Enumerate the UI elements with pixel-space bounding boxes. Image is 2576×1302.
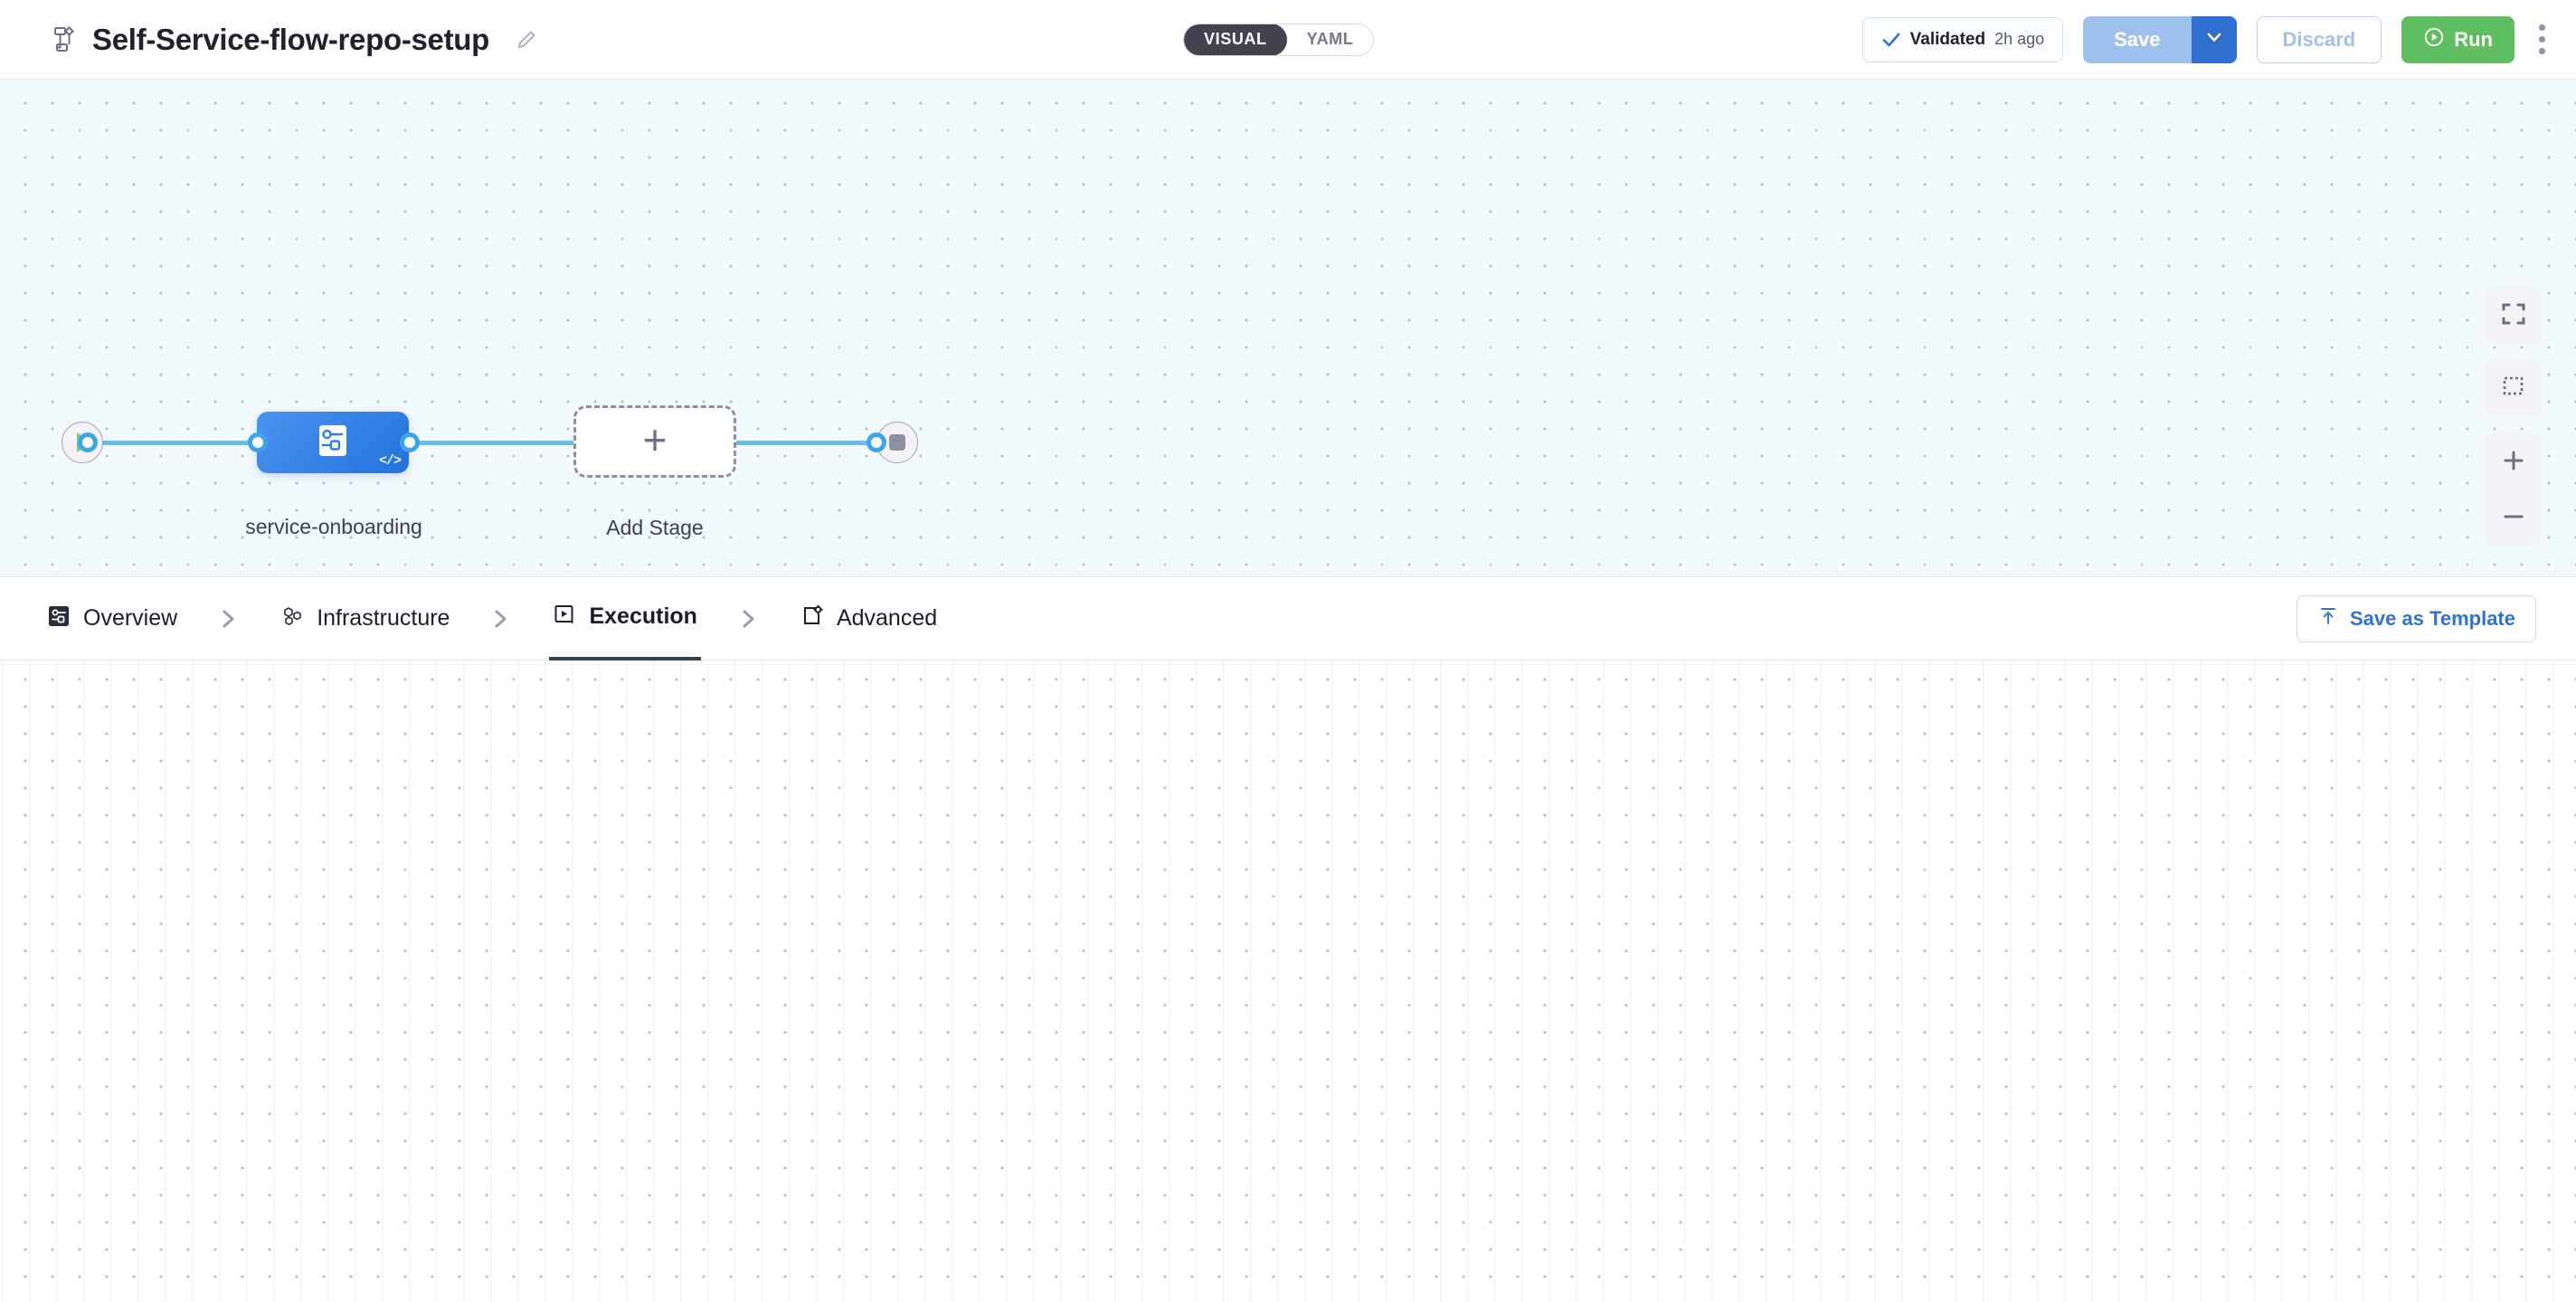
chevron-right-icon [739,605,759,632]
check-icon [1881,30,1901,50]
chevron-right-icon [219,605,239,632]
hexagons-icon [280,604,304,632]
section-tabbar: Overview Infrastructure Exec [0,577,2576,661]
zoom-controls [2486,432,2542,545]
stage-label: service-onboarding [245,515,422,538]
view-mode-toggle[interactable]: VISUAL YAML [1183,23,1375,56]
run-button[interactable]: Run [2401,15,2514,63]
save-split-button[interactable]: Save [2083,15,2237,63]
toggle-visual[interactable]: VISUAL [1184,24,1287,55]
fit-to-screen-button[interactable] [2486,288,2542,344]
app-header: Self-Service-flow-repo-setup VISUAL YAML… [0,0,2576,80]
tab-infrastructure[interactable]: Infrastructure [277,577,453,661]
run-label: Run [2454,27,2493,51]
service-overview-icon [47,604,71,632]
save-button[interactable]: Save [2083,15,2192,63]
canvas-controls [2486,288,2542,545]
play-circle-icon [2423,26,2445,53]
stage-node-service-onboarding[interactable]: </> [257,412,409,473]
toggle-yaml[interactable]: YAML [1306,30,1354,48]
tab-label: Infrastructure [317,605,450,631]
tab-label: Execution [589,603,697,629]
chevron-down-icon [2205,28,2223,51]
connector-line [412,441,573,445]
gear-corner-icon [800,604,824,632]
connector-line [724,441,892,445]
kebab-menu-icon[interactable] [2534,19,2549,60]
header-left-group: Self-Service-flow-repo-setup [43,23,538,57]
stop-square-icon [889,434,905,451]
status-badge: Validated 2h ago [1861,16,2064,62]
selection-marquee-icon [2500,373,2527,404]
add-stage-button[interactable]: + [573,405,736,478]
header-actions: Validated 2h ago Save Discard Run [1861,15,2549,63]
plus-icon: + [642,416,668,463]
add-stage-label: Add Stage [606,516,704,539]
code-badge: </> [378,453,402,469]
start-port[interactable] [78,432,98,452]
save-as-template-label: Save as Template [2349,606,2515,630]
pencil-edit-icon[interactable] [515,28,538,52]
step-canvas[interactable]: </> CookieCutter </> CreateRepo [0,661,2576,1302]
pipeline-flow-icon [43,24,74,55]
fit-to-screen-icon [2500,300,2527,332]
zoom-in-button[interactable] [2486,432,2542,489]
save-as-template-button[interactable]: Save as Template [2296,594,2536,642]
service-deployment-icon [312,420,354,466]
selection-marquee-button[interactable] [2486,360,2542,416]
discard-button[interactable]: Discard [2256,15,2382,63]
connector-line [87,441,264,445]
validated-time: 2h ago [1994,30,2045,48]
template-upload-icon [2317,605,2339,632]
tab-overview[interactable]: Overview [43,577,181,661]
save-dropdown-button[interactable] [2191,15,2237,63]
tab-label: Advanced [836,605,938,631]
validated-label: Validated [1909,29,1986,49]
tab-label: Overview [83,605,178,631]
page-title: Self-Service-flow-repo-setup [92,22,490,56]
end-port[interactable] [867,432,886,452]
stage-canvas[interactable]: </> service-onboarding + Add Stage [0,80,2576,577]
stage-input-port[interactable] [248,432,268,452]
tab-execution[interactable]: Execution [549,577,701,661]
stage-output-port[interactable] [400,432,420,452]
chevron-right-icon [491,605,511,632]
tab-advanced[interactable]: Advanced [797,577,941,661]
zoom-out-button[interactable] [2486,489,2542,545]
play-box-icon [553,603,576,631]
